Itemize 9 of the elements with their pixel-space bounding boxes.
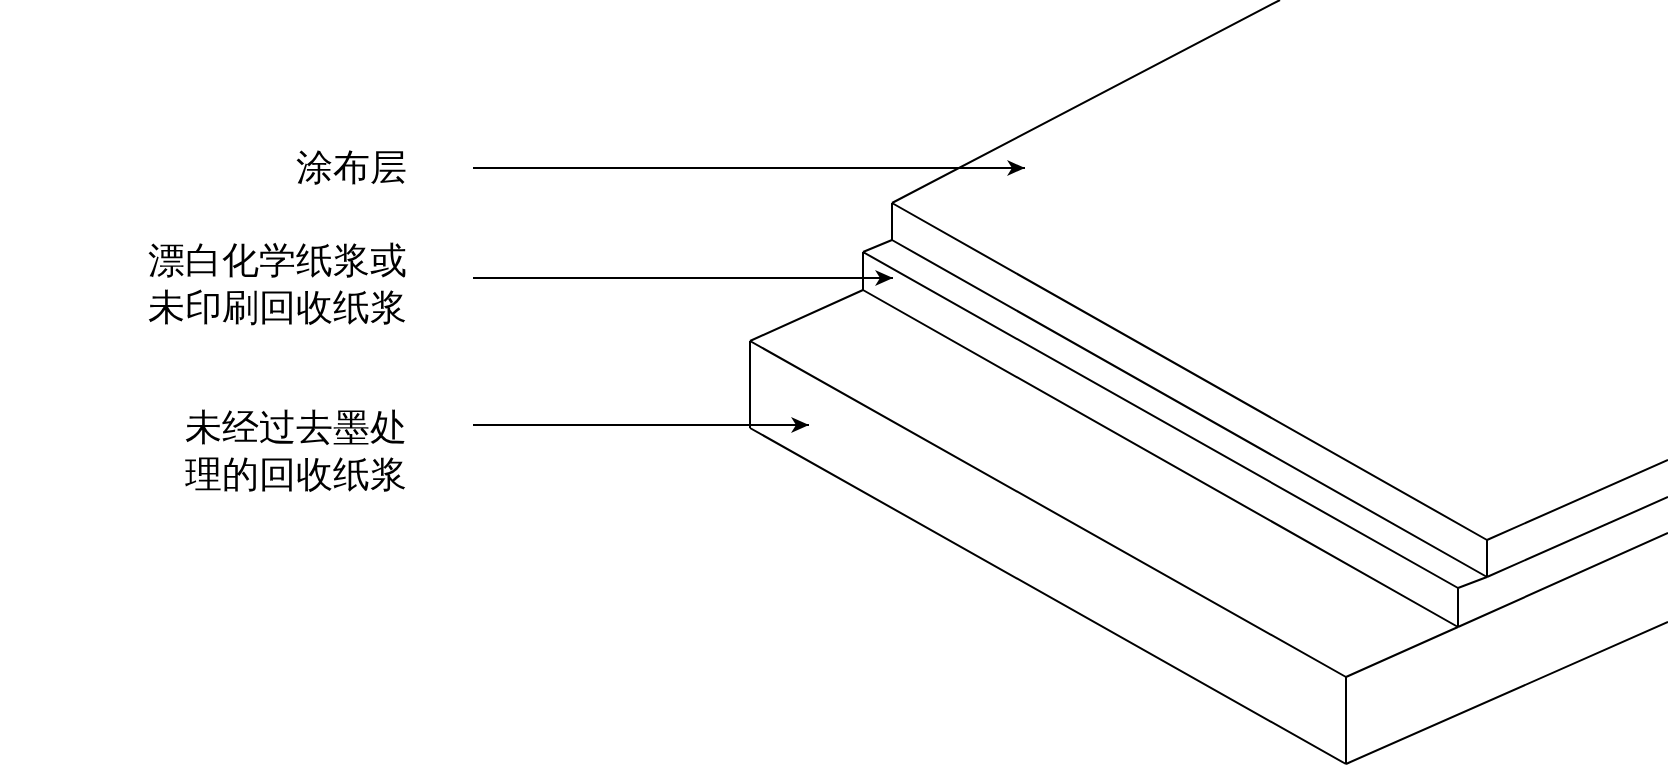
layer-label: 漂白化学纸浆或未印刷回收纸浆	[146, 237, 407, 331]
leader-arrow	[472, 270, 894, 286]
leader-arrow	[472, 160, 1026, 176]
leader-arrow	[472, 417, 810, 433]
layer-label: 未经过去墨处理的回收纸浆	[183, 404, 407, 498]
layer-label: 涂布层	[296, 144, 407, 191]
middle-layer-slab	[862, 239, 1668, 628]
top-layer-slab	[891, 0, 1668, 578]
bottom-layer-slab	[749, 289, 1668, 765]
